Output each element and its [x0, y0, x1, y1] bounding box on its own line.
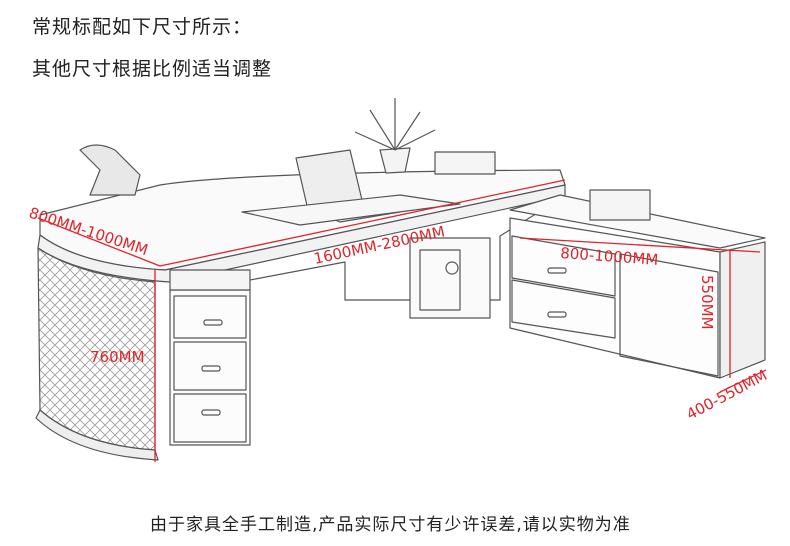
pedestal [169, 289, 251, 446]
book-stack [434, 151, 496, 175]
footnote: 由于家具全手工制造,产品实际尺寸有少许误差,请以实物为准 [150, 515, 631, 535]
panel-base [35, 409, 159, 461]
cabinet-door [619, 253, 719, 377]
cpu-stand [409, 237, 491, 319]
length-dimension-line [159, 179, 566, 267]
modesty-strip [169, 269, 251, 291]
cabinet-top [509, 194, 766, 249]
header-line-1: 常规标配如下尺寸所示： [32, 16, 253, 38]
drawer-handle [201, 365, 221, 372]
cabinet-drawer-2 [511, 279, 616, 339]
depth-dimension-line [37, 217, 161, 267]
return-dimension-line [519, 237, 761, 253]
plant-pot [379, 147, 411, 174]
pedestal-drawer-1 [173, 295, 247, 339]
book-stack [589, 189, 651, 221]
cabinet-drawer-1 [511, 235, 616, 297]
header-line-2: 其他尺寸根据比例适当调整 [32, 58, 273, 80]
height-label: 760MM [90, 348, 145, 366]
pedestal-drawer-2 [173, 341, 247, 391]
pedestal-drawer-3 [173, 393, 247, 443]
cabinet-height-label: 550MM [698, 275, 716, 330]
desk-pad [241, 194, 461, 226]
horse-statue [79, 144, 141, 196]
cabinet-depth-dimension-line [719, 369, 767, 393]
drawer-handle [201, 409, 221, 416]
drawer-handle [203, 319, 223, 326]
cabinet-side [719, 241, 766, 379]
